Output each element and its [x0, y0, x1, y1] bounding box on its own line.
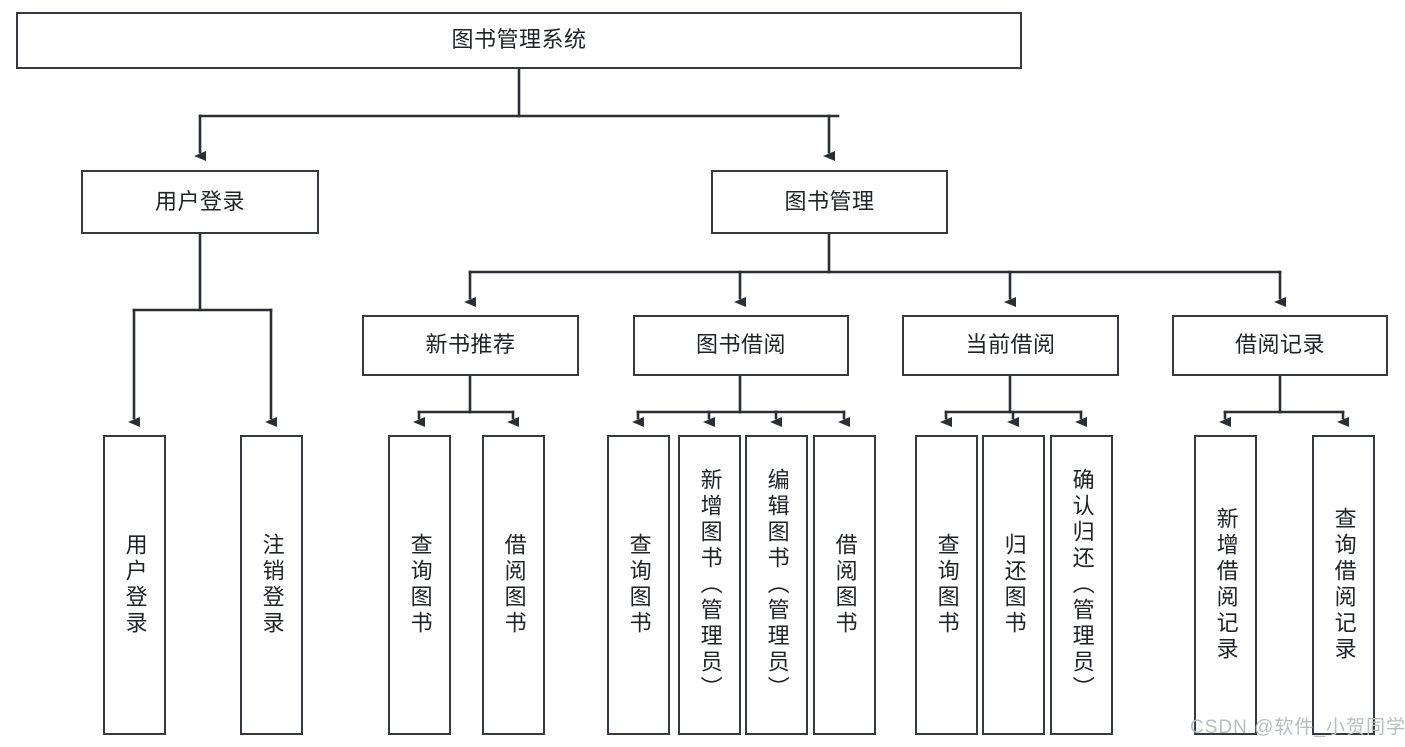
node-leaf-query-borrow-record[interactable]: 查询借阅记录	[1312, 435, 1375, 735]
node-leaf-add-book[interactable]: 新增图书（管理员）	[678, 435, 741, 735]
node-root-label: 图书管理系统	[451, 27, 587, 53]
node-leaf-confirm-return[interactable]: 确认归还（管理员）	[1050, 435, 1113, 735]
node-leaf-query-book-recommend-label: 查询图书	[407, 533, 433, 637]
node-current-borrow-label: 当前借阅	[965, 332, 1056, 358]
node-leaf-return-book[interactable]: 归还图书	[982, 435, 1045, 735]
node-leaf-add-borrow-record[interactable]: 新增借阅记录	[1194, 435, 1257, 735]
node-user-login[interactable]: 用户登录	[81, 170, 319, 234]
node-current-borrow[interactable]: 当前借阅	[902, 315, 1119, 376]
node-new-book-recommend[interactable]: 新书推荐	[362, 315, 579, 376]
node-leaf-return-book-label: 归还图书	[1001, 533, 1027, 637]
node-leaf-confirm-return-label: 确认归还（管理员）	[1069, 468, 1095, 702]
node-borrow-record[interactable]: 借阅记录	[1172, 315, 1388, 376]
csdn-watermark: CSDN @软件_小贺同学	[1190, 717, 1405, 738]
node-leaf-query-borrow-record-label: 查询借阅记录	[1331, 507, 1357, 663]
node-leaf-edit-book[interactable]: 编辑图书（管理员）	[745, 435, 808, 735]
node-leaf-add-book-label: 新增图书（管理员）	[697, 468, 723, 702]
node-leaf-query-book-current-label: 查询图书	[934, 533, 960, 637]
node-leaf-query-book-recommend[interactable]: 查询图书	[388, 435, 451, 735]
node-leaf-user-login-label: 用户登录	[122, 533, 148, 637]
node-book-borrow-label: 图书借阅	[695, 332, 786, 358]
node-leaf-borrow-book-label: 借阅图书	[832, 533, 858, 637]
node-leaf-borrow-book[interactable]: 借阅图书	[813, 435, 876, 735]
node-leaf-add-borrow-record-label: 新增借阅记录	[1213, 507, 1239, 663]
node-leaf-query-book-borrow-label: 查询图书	[626, 533, 652, 637]
node-book-management-label: 图书管理	[784, 188, 875, 214]
node-root[interactable]: 图书管理系统	[16, 12, 1022, 69]
node-leaf-query-book-current[interactable]: 查询图书	[915, 435, 978, 735]
node-leaf-edit-book-label: 编辑图书（管理员）	[764, 468, 790, 702]
node-leaf-logout-label: 注销登录	[259, 533, 285, 637]
node-book-management[interactable]: 图书管理	[711, 170, 948, 234]
node-leaf-borrow-book-recommend-label: 借阅图书	[501, 533, 527, 637]
node-book-borrow[interactable]: 图书借阅	[633, 315, 849, 376]
node-leaf-logout[interactable]: 注销登录	[240, 435, 303, 735]
node-leaf-borrow-book-recommend[interactable]: 借阅图书	[482, 435, 545, 735]
node-new-book-recommend-label: 新书推荐	[425, 332, 516, 358]
node-leaf-user-login[interactable]: 用户登录	[103, 435, 166, 735]
node-user-login-label: 用户登录	[154, 188, 245, 214]
node-leaf-query-book-borrow[interactable]: 查询图书	[607, 435, 670, 735]
node-borrow-record-label: 借阅记录	[1234, 332, 1325, 358]
